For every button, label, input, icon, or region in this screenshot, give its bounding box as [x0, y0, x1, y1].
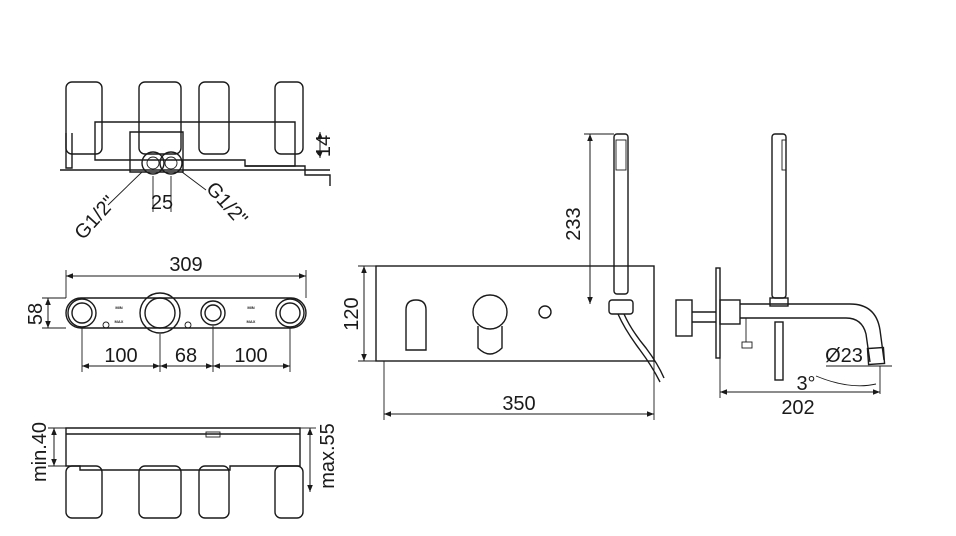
mark-min: MIN — [247, 305, 254, 310]
inlet-right — [159, 151, 183, 175]
handle-outline — [138, 81, 182, 155]
dim-left-spacing: 100 — [104, 345, 137, 367]
dim-right-spacing: 100 — [234, 345, 267, 367]
spout-bottom — [740, 317, 871, 363]
knob-lever — [477, 326, 503, 355]
front-panel-view: 233 120 350 — [341, 133, 665, 420]
mark-max: MAX — [247, 319, 256, 324]
shower-hose — [623, 313, 665, 379]
angle-arc — [815, 375, 877, 387]
spout-top — [740, 303, 885, 361]
handle-circle — [275, 298, 305, 328]
hand-shower — [613, 133, 629, 295]
body-outline — [65, 297, 307, 329]
handle-outline — [274, 81, 304, 155]
wall-plate — [375, 265, 655, 362]
handle-outline — [198, 465, 230, 519]
shower-holder — [608, 299, 634, 315]
spout-slot — [405, 299, 427, 351]
hose — [774, 321, 784, 381]
valve-circle-inner — [204, 304, 222, 322]
dim-body-height: 58 — [25, 303, 47, 325]
diverter-circle — [139, 292, 181, 334]
handle-circle-inner — [279, 302, 301, 324]
handle-circle — [67, 298, 97, 328]
shower-hose — [617, 313, 661, 383]
left-flange — [65, 133, 73, 169]
dim-shower-height: 233 — [563, 207, 585, 240]
leader-line — [107, 171, 143, 206]
mark-max: MAX — [115, 319, 124, 324]
handle-outline — [65, 465, 103, 519]
valve-body — [675, 299, 693, 337]
screw-hole — [184, 321, 192, 329]
body-outline — [94, 121, 296, 167]
handle-outline — [198, 81, 230, 155]
side-view: Ø23 3° 202 — [675, 133, 892, 419]
shower-nozzles — [781, 139, 787, 171]
dim-top-height: 14 — [313, 135, 335, 157]
main-knob — [472, 294, 508, 330]
inlet-right-inner — [164, 156, 178, 170]
shower-nozzles — [615, 139, 627, 171]
dim-min-depth: min.40 — [29, 422, 51, 482]
screw-hole — [102, 321, 110, 329]
handle-outline — [138, 465, 182, 519]
shower-holder — [769, 297, 789, 307]
inlet-left-inner — [146, 156, 160, 170]
spout-tip — [866, 346, 886, 366]
diverter-button — [538, 305, 552, 319]
dim-max-depth: max.55 — [317, 423, 339, 489]
dim-spout-depth: 202 — [781, 397, 814, 419]
diverter-circle-inner — [144, 297, 176, 329]
dim-body-width: 309 — [169, 254, 202, 276]
top-view: 14 25 G1/2" G1/2" — [60, 81, 335, 244]
body-block — [719, 299, 741, 325]
mark-min: MIN — [115, 305, 122, 310]
leader-line — [181, 171, 207, 191]
handle-circle-inner — [71, 302, 93, 324]
valve-circle — [200, 300, 226, 326]
handle-outline — [65, 81, 103, 155]
cap-detail — [205, 431, 221, 438]
dim-spout-diameter: Ø23 — [825, 345, 863, 367]
dim-panel-width: 350 — [502, 393, 535, 415]
handle-outline — [274, 465, 304, 519]
hand-shower — [771, 133, 787, 299]
thread-label-right: G1/2" — [201, 178, 251, 230]
spout-edge — [245, 165, 331, 186]
inlet-block — [129, 131, 184, 173]
dim-inlet-spacing: 25 — [151, 192, 173, 214]
inlet-left — [141, 151, 165, 175]
bottom-view: min.40 max.55 — [29, 422, 339, 519]
front-body-view: MIN MAX MIN MAX 309 58 100 68 100 — [25, 254, 307, 372]
dim-mid-spacing: 68 — [175, 345, 197, 367]
lever-tip — [741, 341, 753, 349]
dim-panel-height: 120 — [341, 297, 363, 330]
